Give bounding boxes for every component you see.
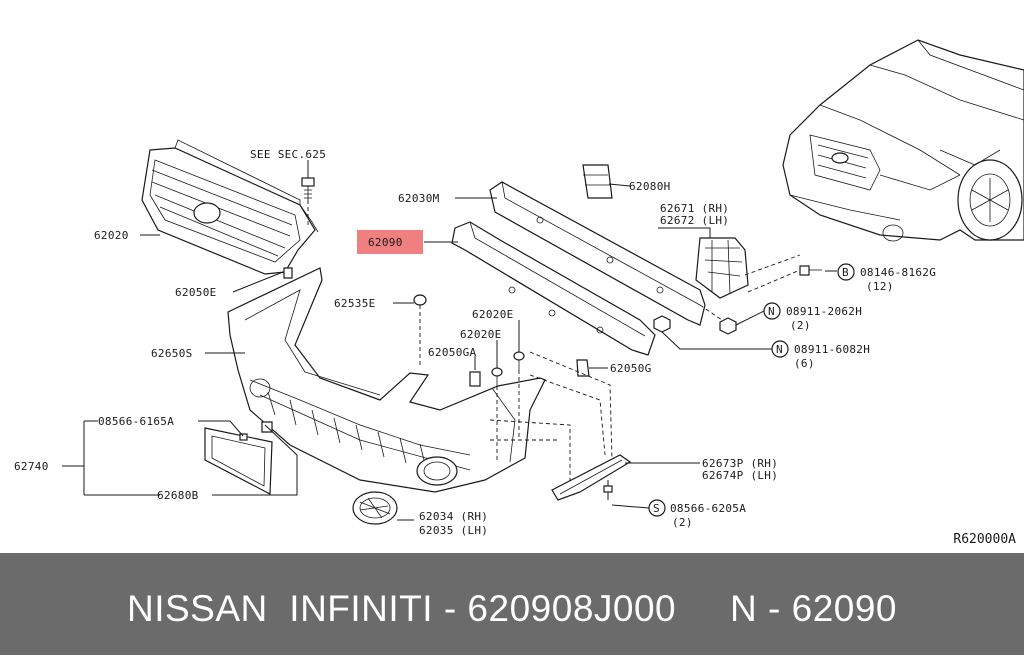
footer-banner: NISSAN INFINITI - 620908J000 N - 62090: [0, 553, 1024, 655]
label-62020E-a: 62020E: [472, 308, 514, 321]
label-62671: 62671 (RH): [660, 202, 729, 215]
label-62050GA: 62050GA: [428, 346, 477, 359]
label-08911-2062H-qty: (2): [790, 319, 811, 332]
circle-S-label: S: [653, 502, 660, 515]
car-illustration: [782, 39, 1024, 242]
screw-top: [301, 160, 315, 228]
label-62020: 62020: [94, 229, 129, 242]
license-plate-62680B: [204, 421, 273, 495]
diagram-drawing: B N N S SEE SEC.625 62020 62050E 62650S …: [14, 39, 1024, 537]
label-62674P: 62674P (LH): [702, 469, 778, 482]
label-62050E: 62050E: [175, 286, 217, 299]
highlight-62090: [357, 230, 423, 254]
fog-grille-62034: [352, 491, 398, 525]
nut-08911-6082H: [653, 315, 671, 333]
part-number-caption: NISSAN INFINITI - 620908J000 N - 62090: [126, 588, 898, 629]
bumper-fascia-62650S: [227, 267, 546, 493]
absorber-62090: [451, 221, 656, 356]
dashed-guide-2: [489, 351, 613, 485]
label-62090: 62090: [368, 236, 403, 249]
nut-08911-2062H: [699, 304, 737, 335]
diagram-reference-code: R620000A: [953, 532, 1016, 547]
label-62030M: 62030M: [398, 192, 440, 205]
screw-08566-6205A: [603, 480, 613, 500]
clip-62050E: [283, 267, 293, 279]
dashed-guide: [496, 370, 520, 460]
label-62080H: 62080H: [629, 180, 671, 193]
label-08566-6165A: 08566-6165A: [98, 415, 174, 428]
label-62672: 62672 (LH): [660, 214, 729, 227]
label-62673P: 62673P (RH): [702, 457, 778, 470]
circle-markers: [648, 263, 855, 517]
circle-N1-label: N: [768, 305, 775, 318]
label-62035: 62035 (LH): [419, 524, 488, 537]
parts-diagram: B N N S SEE SEC.625 62020 62050E 62650S …: [14, 39, 1024, 537]
reinforcement-62030M: [489, 181, 706, 326]
label-62020E-b: 62020E: [460, 328, 502, 341]
label-08911-6082H-qty: (6): [794, 357, 815, 370]
bracket-62080H: [582, 164, 613, 199]
label-08911-6082H: 08911-6082H: [794, 343, 870, 356]
label-62034: 62034 (RH): [419, 510, 488, 523]
label-62650S: 62650S: [151, 347, 193, 360]
label-62680B: 62680B: [157, 489, 199, 502]
label-62050G: 62050G: [610, 362, 652, 375]
label-62740: 62740: [14, 460, 49, 473]
bracket-62671: [695, 237, 749, 299]
label-08566-6205A: 08566-6205A: [670, 502, 746, 515]
label-08566-6205A-qty: (2): [672, 516, 693, 529]
clip-62535E: [413, 294, 427, 365]
label-08146: 08146-8162G: [860, 266, 936, 279]
circle-N2-label: N: [776, 343, 783, 356]
bolt-08146: [744, 254, 822, 293]
label-08911-2062H: 08911-2062H: [786, 305, 862, 318]
label-62535E: 62535E: [334, 297, 376, 310]
label-see-sec: SEE SEC.625: [250, 148, 326, 161]
circle-B-label: B: [842, 266, 849, 279]
grille-62020: [141, 139, 319, 275]
leader-lines: [62, 183, 837, 521]
label-08146-qty: (12): [866, 280, 894, 293]
bracket-62673P: [551, 454, 632, 501]
